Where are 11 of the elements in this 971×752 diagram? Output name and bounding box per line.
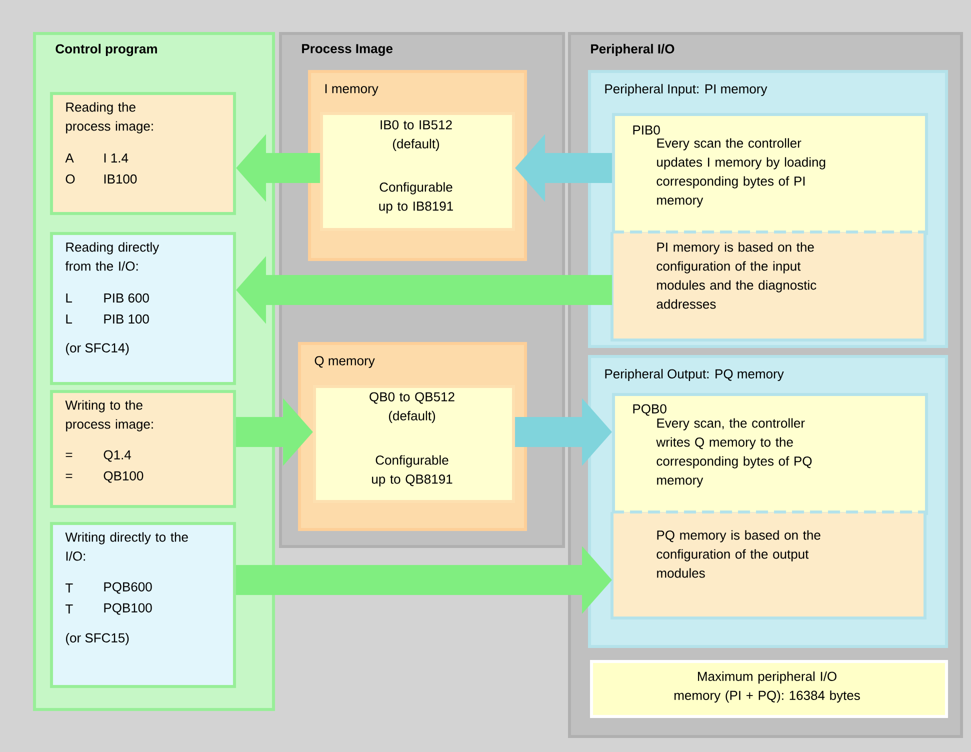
code-box: Writing to the process image: = Q1.4 = QB100 [50, 390, 236, 508]
code-box: Reading directly from the I/O: L PIB 600 L PIB 100 (or SFC14) [50, 232, 236, 385]
code-box: Reading the process image: A I 1.4 O IB100 [50, 92, 236, 215]
description-box: PI memory is based on the configuration of the input modules and the diagnostic addresses [610, 230, 926, 342]
description-box: PQB0 Every scan, the controller writes Q memory to the corresponding bytes of PQ memory [612, 393, 928, 515]
memory-range-box: IB0 to IB512 (default) Configurable up to IB8191 [320, 112, 515, 231]
memory-range-box: QB0 to QB512 (default) Configurable up to QB8191 [313, 385, 515, 503]
code-box: Writing directly to the I/O: T PQB600 T PQB100 (or SFC15) [50, 522, 236, 688]
description-box: PQ memory is based on the configuration of the output modules [610, 510, 926, 620]
description-box: PIB0 Every scan the controller updates I memory by loading corresponding bytes of PI memory [612, 113, 928, 235]
note-box: Maximum peripheral I/O memory (PI + PQ): 16384 bytes [590, 660, 948, 718]
